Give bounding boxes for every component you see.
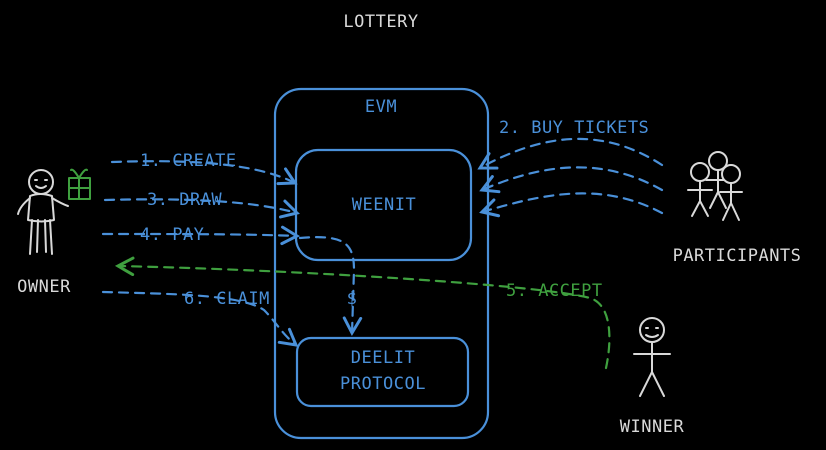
evm-label: EVM	[365, 97, 397, 117]
owner-figure	[17, 168, 91, 255]
payment-arrow	[298, 236, 363, 337]
owner-label: OWNER	[17, 277, 71, 297]
evm-container	[273, 87, 490, 440]
create-arrow	[110, 160, 298, 186]
money-symbol: $	[347, 289, 358, 309]
buy-arrow-2	[479, 166, 664, 194]
pay-label: 4. PAY	[140, 225, 204, 245]
pay-arrow	[101, 225, 301, 246]
winner-figure	[633, 317, 671, 397]
diagram-title: LOTTERY	[343, 12, 418, 32]
deelit-label-2: PROTOCOL	[340, 374, 426, 394]
deelit-label-1: DEELIT	[351, 348, 415, 368]
weenit-label: WEENIT	[352, 195, 416, 215]
claim-label: 6. CLAIM	[184, 289, 270, 309]
participants-figure	[687, 151, 743, 221]
claim-arrow	[101, 290, 299, 347]
create-label: 1. CREATE	[140, 151, 237, 171]
winner-label: WINNER	[620, 417, 685, 437]
accept-label: 5. ACCEPT	[506, 281, 603, 301]
participants-label: PARTICIPANTS	[673, 246, 802, 266]
deelit-box	[295, 336, 470, 408]
buy-arrow-1	[477, 137, 664, 170]
buy-arrow-3	[479, 192, 664, 218]
draw-label: 3. DRAW	[147, 190, 222, 210]
buy-label: 2. BUY TICKETS	[499, 118, 649, 138]
accept-arrow	[114, 256, 611, 370]
